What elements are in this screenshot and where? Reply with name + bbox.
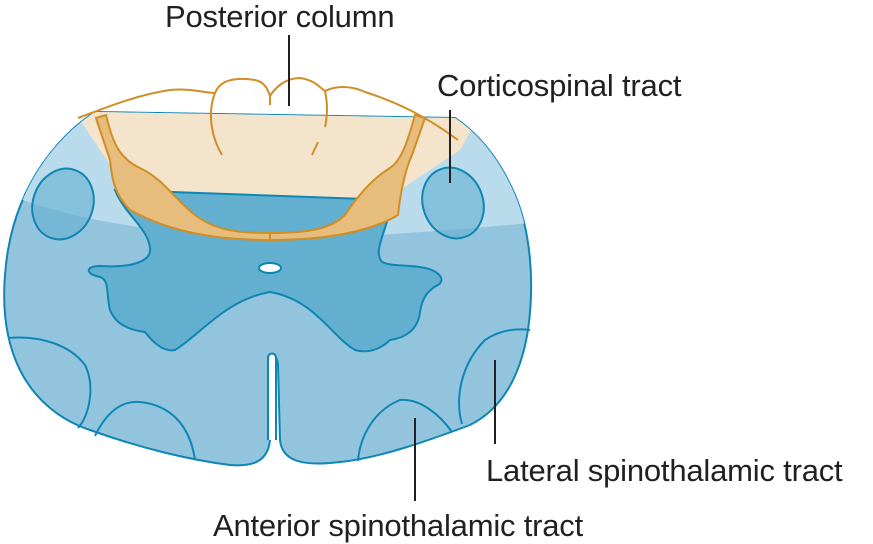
posterior-column	[77, 76, 459, 141]
anterior-spinothalamic-tract-left	[94, 400, 196, 461]
lateral-spinothalamic-tract-left	[7, 336, 92, 429]
label-corticospinal-tract: Corticospinal tract	[437, 68, 682, 103]
corticospinal-tract-right	[421, 166, 485, 240]
anterior-spinothalamic-tract-right	[357, 398, 453, 462]
central-canal	[258, 262, 282, 274]
anterior-median-fissure	[267, 352, 277, 440]
label-posterior-column: Posterior column	[165, 0, 395, 34]
corticospinal-tract-left	[31, 167, 95, 241]
spinal-cord-body	[3, 35, 533, 501]
dorsal-horn-right	[269, 113, 427, 242]
posterior-column-septum	[210, 90, 328, 156]
lateral-spinothalamic-tract-right	[458, 328, 531, 425]
label-anterior-spinothalamic-tract: Anterior spinothalamic tract	[213, 508, 584, 543]
dorsal-horn-left	[94, 113, 271, 242]
label-lateral-spinothalamic-tract: Lateral spinothalamic tract	[486, 453, 843, 488]
